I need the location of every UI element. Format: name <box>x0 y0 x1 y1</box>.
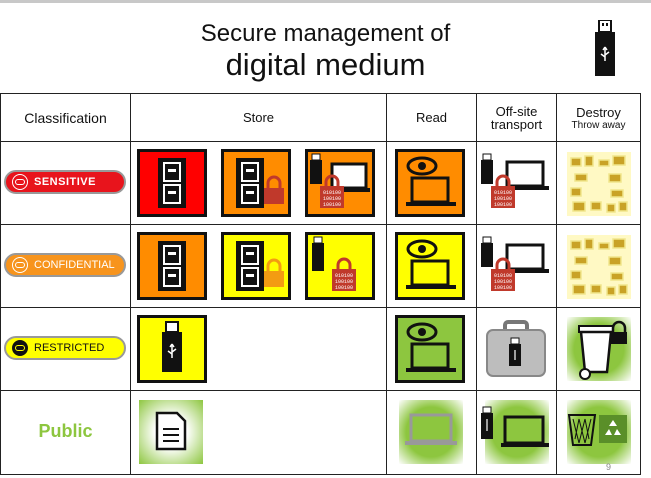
header-classification: Classification <box>0 93 131 142</box>
header-offsite: Off-site transport <box>476 93 557 142</box>
row-restricted-destroy <box>556 307 641 391</box>
row-public-label-cell: Public <box>0 390 131 475</box>
header-destroy-label: Destroy <box>576 104 621 120</box>
cabinet-icon <box>158 158 186 208</box>
cabinet-icon <box>236 241 284 291</box>
cabinet-icon <box>158 241 186 291</box>
row-restricted-store <box>130 307 387 391</box>
svg-text:010100: 010100 <box>335 273 353 279</box>
shredded-paper-icon <box>567 152 631 216</box>
row-public-offsite <box>476 390 557 475</box>
eye-laptop-icon <box>406 239 456 289</box>
usb-laptop-icon <box>481 406 549 447</box>
row-restricted-label-cell: RESTRICTED <box>0 307 131 391</box>
header-store: Store <box>130 93 387 142</box>
eye-laptop-icon <box>406 322 456 372</box>
page-number: 9 <box>605 462 611 472</box>
row-confidential-read <box>386 224 477 308</box>
sensitive-badge: SENSITIVE <box>4 170 126 194</box>
row-restricted-offsite <box>476 307 557 391</box>
store-tile-cabinet-locked <box>221 149 291 217</box>
header-destroy: Destroy Throw away <box>556 93 641 142</box>
restricted-badge: RESTRICTED <box>4 336 126 360</box>
row-public-store <box>130 390 387 475</box>
store-tile-usb <box>137 315 207 383</box>
read-tile <box>395 232 465 300</box>
lock-icon <box>611 320 627 332</box>
eye-icon <box>12 174 28 190</box>
document-icon <box>155 411 187 451</box>
recycle-icon <box>599 415 627 443</box>
title-line-1: Secure management of <box>200 20 451 47</box>
svg-text:100100: 100100 <box>494 285 512 291</box>
usb-icon <box>162 321 182 372</box>
svg-text:100100: 100100 <box>494 279 512 285</box>
title-line-2: digital medium <box>225 47 426 82</box>
read-tile <box>395 149 465 217</box>
svg-text:100100: 100100 <box>335 279 353 285</box>
row-public-read <box>386 390 477 475</box>
binary-code-icon: 010100 <box>323 190 341 196</box>
suitcase-icon <box>486 320 546 377</box>
svg-text:010100: 010100 <box>494 273 512 279</box>
top-border <box>0 0 651 3</box>
read-tile <box>395 315 465 383</box>
row-sensitive-label-cell: SENSITIVE <box>0 141 131 225</box>
row-restricted-read <box>386 307 477 391</box>
svg-text:100100: 100100 <box>323 202 341 208</box>
restricted-label: RESTRICTED <box>34 342 105 354</box>
confidential-badge: CONFIDENTIAL <box>4 253 126 277</box>
classification-table: Classification Store Read Off-site trans… <box>0 93 641 475</box>
svg-text:100100: 100100 <box>494 202 512 208</box>
public-label: Public <box>38 421 93 441</box>
slide-title: Secure management of digital medium <box>0 20 651 82</box>
eye-laptop-icon <box>406 156 456 206</box>
store-tile-cabinet <box>137 232 207 300</box>
row-confidential-label-cell: CONFIDENTIAL <box>0 224 131 308</box>
cabinet-icon <box>236 158 284 208</box>
row-public-destroy <box>556 390 641 475</box>
svg-text:100100: 100100 <box>335 285 353 291</box>
store-tile-cabinet <box>137 149 207 217</box>
eye-icon <box>12 257 28 273</box>
svg-text:010100: 010100 <box>494 190 512 196</box>
row-confidential-destroy <box>556 224 641 308</box>
header-destroy-sublabel: Throw away <box>571 119 626 131</box>
row-sensitive-read <box>386 141 477 225</box>
store-tile-cabinet-locked <box>221 232 291 300</box>
laptop-icon <box>405 413 457 445</box>
shredded-paper-icon <box>567 235 631 299</box>
eye-icon <box>12 340 28 356</box>
svg-text:100100: 100100 <box>494 196 512 202</box>
green-glow <box>485 400 549 464</box>
row-sensitive-destroy <box>556 141 641 225</box>
sensitive-label: SENSITIVE <box>34 176 96 188</box>
svg-text:100100: 100100 <box>323 196 341 202</box>
trash-bin-icon <box>578 320 627 380</box>
wastebasket-icon <box>567 414 597 446</box>
usb-icon <box>595 20 615 76</box>
confidential-label: CONFIDENTIAL <box>34 259 115 271</box>
header-read: Read <box>386 93 477 142</box>
